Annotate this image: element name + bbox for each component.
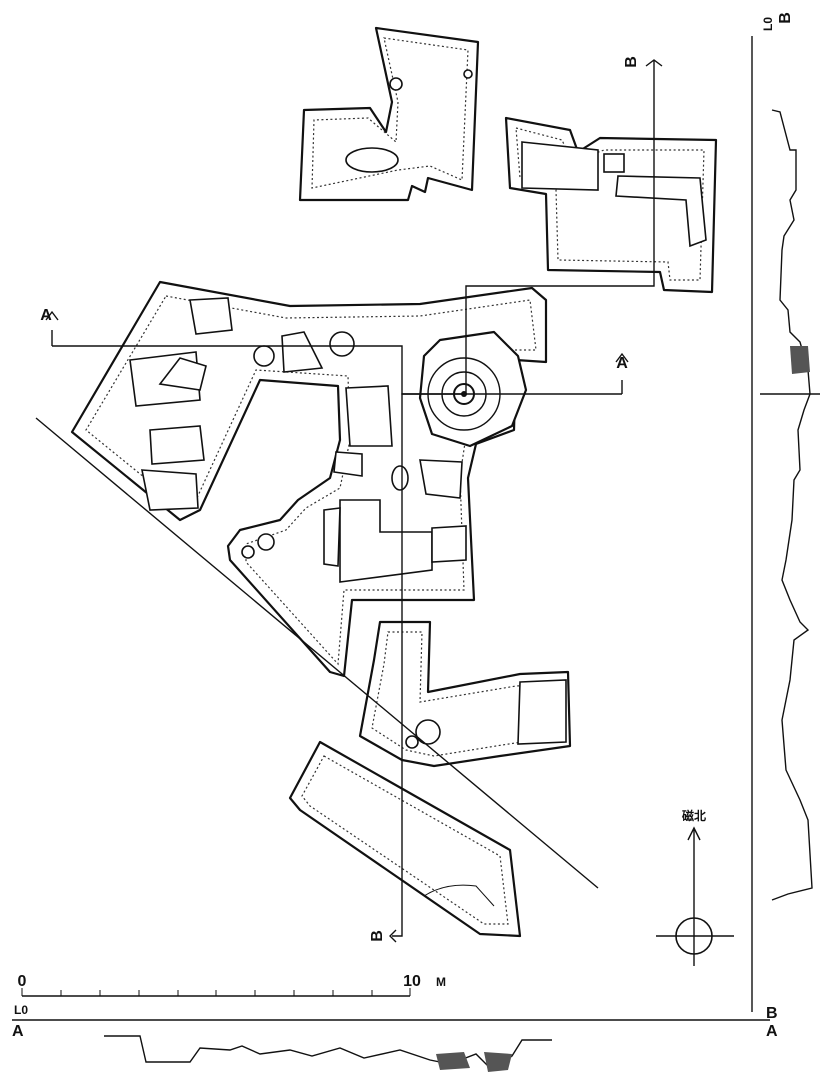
profile-a: L0 A B A [12, 1003, 778, 1072]
main-pit-complex [70, 280, 548, 678]
section-line-b: B B [369, 56, 663, 943]
profile-b-hatched-deposit [790, 346, 810, 374]
profile-a-hatched-deposit-1 [436, 1052, 470, 1070]
excavation-boundary-line [35, 417, 599, 889]
profile-a-hatched-deposit-2 [484, 1052, 512, 1072]
north-arrow: 磁北 [656, 808, 734, 966]
post-hole-feature [603, 153, 625, 173]
scale-bar-end-label: 10 [403, 973, 421, 990]
pit-top-right [504, 116, 718, 294]
pit-top-center [298, 26, 480, 202]
scale-bar-unit-label: M [436, 975, 446, 989]
scale-bar: 0 10 M [18, 973, 446, 997]
section-line-a: A A [40, 307, 629, 395]
profile-b-datum-label: L0 [761, 17, 775, 31]
pit-bottom-long [288, 740, 522, 938]
pit-lower-center [358, 620, 572, 768]
small-pit-feature [345, 147, 399, 173]
section-a-right-label: A [616, 355, 628, 372]
profile-b-top-label: B [777, 12, 794, 24]
north-arrow-label: 磁北 [681, 808, 706, 823]
profile-a-datum-label: L0 [14, 1003, 28, 1017]
profile-b: L0 B [751, 12, 820, 1012]
corner-a-label: A [766, 1023, 778, 1040]
section-b-bottom-label: B [369, 930, 386, 942]
section-b-top-label: B [623, 56, 640, 68]
corner-b-label: B [766, 1005, 778, 1022]
section-a-left-label: A [40, 307, 52, 324]
profile-a-left-label: A [12, 1023, 24, 1040]
stone-cluster-feature [415, 719, 441, 745]
scale-bar-start-label: 0 [18, 973, 27, 990]
